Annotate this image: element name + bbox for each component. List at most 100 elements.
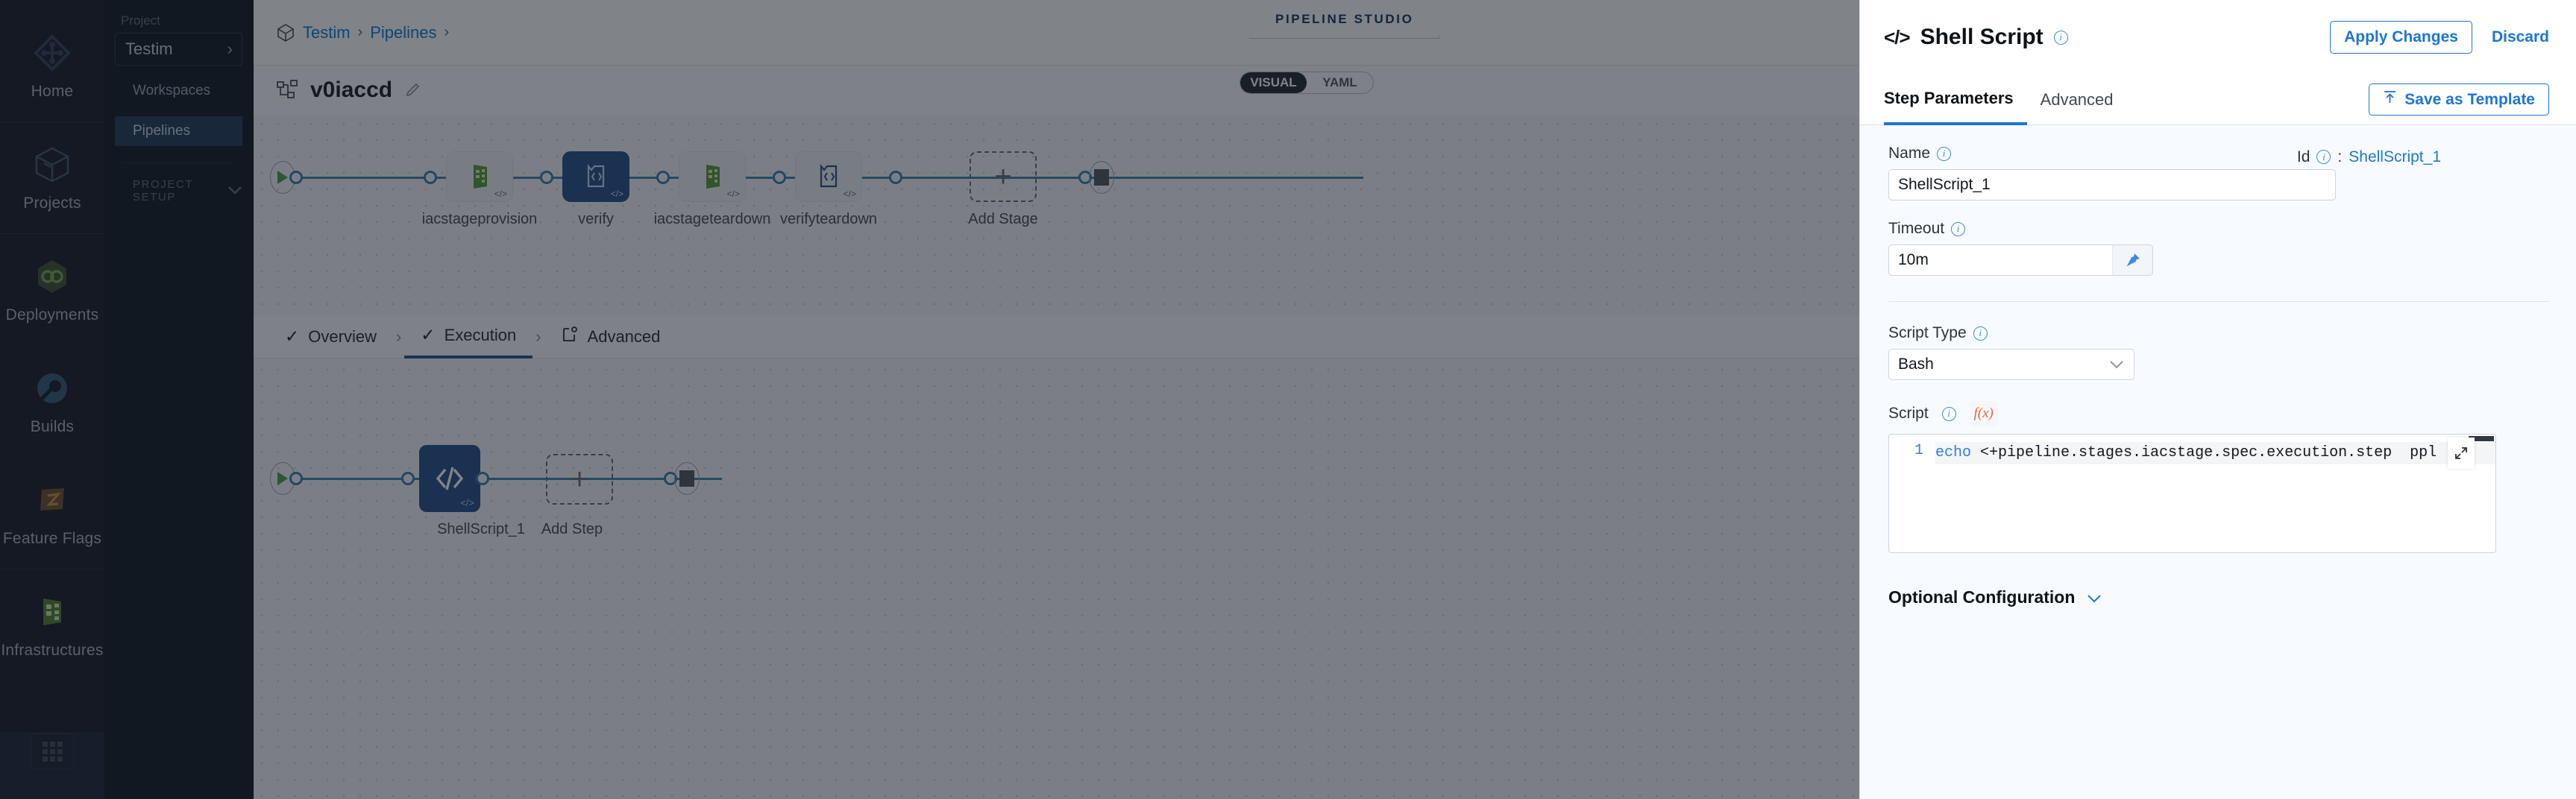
save-as-template-button[interactable]: Save as Template — [2369, 83, 2549, 116]
chevron-right-icon: › — [227, 40, 233, 58]
advanced-gear-icon — [561, 326, 579, 348]
stage-connector-dot-3[interactable] — [656, 171, 670, 184]
add-step-button[interactable]: + — [546, 454, 613, 505]
sidebar-item-workspaces-label: Workspaces — [133, 83, 211, 98]
drawer-tabs: Step Parameters Advanced Save as Templat… — [1860, 75, 2576, 125]
rail-item-infrastructures[interactable]: Infrastructures — [0, 569, 104, 681]
sidebar-item-pipelines-label: Pipelines — [133, 123, 191, 139]
view-mode-toggle[interactable]: VISUAL YAML — [1240, 72, 1374, 94]
edit-pencil-icon[interactable] — [404, 82, 421, 98]
breadcrumb-item-pipelines[interactable]: Pipelines — [370, 22, 437, 42]
stage-node-verify[interactable]: </> — [562, 151, 629, 202]
editor-line-1: 1 echo <+pipeline.stages.iacstage.spec.e… — [1889, 435, 2495, 464]
stage-connector-dot-0[interactable] — [289, 171, 303, 184]
discard-button[interactable]: Discard — [2491, 28, 2549, 45]
script-editor[interactable]: 1 echo <+pipeline.stages.iacstage.spec.e… — [1888, 434, 2496, 553]
stage-type-badge: </> — [726, 189, 740, 199]
project-selector[interactable]: Testim › — [115, 33, 242, 66]
cube-icon — [31, 144, 73, 186]
sidebar-divider — [122, 162, 235, 163]
apply-changes-button[interactable]: Apply Changes — [2330, 21, 2472, 54]
stage-connector-dot-4[interactable] — [773, 171, 786, 184]
project-label: Project — [121, 13, 160, 28]
script-type-label: Script Type — [1888, 324, 1967, 341]
stage-type-badge: </> — [843, 189, 856, 199]
drawer-tab-step-parameters[interactable]: Step Parameters — [1884, 75, 2027, 125]
sidebar-item-workspaces[interactable]: Workspaces — [115, 76, 242, 106]
step-connector-dot-0[interactable] — [289, 472, 303, 485]
timeout-field-group — [1888, 244, 2153, 276]
rail-item-feature-flags[interactable]: Feature Flags — [0, 458, 104, 569]
step-node-shellscript-1[interactable]: </> — [419, 445, 480, 512]
tab-execution-label: Execution — [444, 325, 517, 344]
mode-option-yaml[interactable]: YAML — [1322, 75, 1357, 89]
info-icon[interactable]: i — [1973, 326, 1988, 341]
drawer-header: </> Shell Script i Apply Changes Discard — [1860, 0, 2576, 75]
expression-fx-button[interactable]: f(x) — [1969, 401, 1998, 426]
optional-configuration-toggle[interactable]: Optional Configuration — [1888, 587, 2549, 607]
project-cube-icon — [276, 23, 295, 42]
add-stage-label: Add Stage — [968, 211, 1038, 227]
editor-line-number: 1 — [1914, 442, 1923, 459]
drawer-tab-advanced[interactable]: Advanced — [2027, 75, 2127, 125]
rail-label-builds: Builds — [30, 418, 75, 435]
flag-icon — [31, 479, 73, 521]
stage-node-iacstageprovision[interactable]: </> — [446, 151, 513, 202]
id-separator: : — [2337, 148, 2343, 165]
rail-label-deployments: Deployments — [5, 306, 99, 323]
play-icon — [277, 472, 288, 485]
name-label: Name — [1888, 145, 1931, 162]
primary-nav-rail: Home Projects Deployments — [0, 0, 104, 799]
expand-editor-icon[interactable] — [2448, 438, 2475, 469]
breadcrumb-item-testim[interactable]: Testim — [303, 22, 351, 42]
script-type-select[interactable]: Bash — [1888, 349, 2134, 380]
play-icon — [277, 171, 288, 184]
rail-item-builds[interactable]: Builds — [0, 346, 104, 458]
add-stage-button[interactable]: + — [970, 151, 1037, 202]
stage-node-verifyteardown[interactable]: </> — [795, 151, 862, 202]
chevron-down-icon — [2087, 588, 2102, 607]
timeout-input[interactable] — [1888, 244, 2112, 276]
info-icon[interactable]: i — [1937, 146, 1952, 161]
code-brackets-icon — [436, 467, 464, 490]
sidebar-section-project-setup[interactable]: PROJECT SETUP — [115, 178, 242, 203]
info-icon[interactable]: i — [2316, 150, 2331, 164]
optional-configuration-label: Optional Configuration — [1888, 587, 2076, 607]
name-id-row: Name i Id i : ShellScript_1 — [1888, 145, 2549, 169]
add-step-label: Add Step — [541, 521, 603, 537]
mode-option-visual[interactable]: VISUAL — [1240, 72, 1307, 93]
stage-connector-dot-2[interactable] — [540, 171, 553, 184]
name-label-group: Name i — [1888, 145, 1952, 162]
home-diamond-icon — [31, 32, 73, 74]
stage-connector-dot-1[interactable] — [424, 171, 437, 184]
step-connector-dot-2[interactable] — [476, 472, 489, 485]
step-id-row: Id i : ShellScript_1 — [2297, 148, 2441, 166]
app-grid-icon[interactable] — [31, 733, 74, 769]
save-as-template-label: Save as Template — [2404, 90, 2535, 108]
tab-advanced[interactable]: Advanced — [544, 315, 677, 359]
rail-item-projects[interactable]: Projects — [0, 122, 104, 234]
name-input[interactable] — [1888, 169, 2336, 200]
editor-code-line[interactable]: echo <+pipeline.stages.iacstage.spec.exe… — [1935, 442, 2495, 464]
sidebar-item-pipelines[interactable]: Pipelines — [115, 116, 242, 146]
info-icon[interactable]: i — [2053, 30, 2068, 45]
infrastructure-icon — [474, 165, 487, 189]
breadcrumb-separator-1: › — [357, 24, 363, 40]
build-circle-icon — [31, 367, 73, 409]
info-icon[interactable]: i — [1941, 406, 1956, 421]
info-icon[interactable]: i — [1951, 221, 1966, 236]
stage-node-iacstageteardown[interactable]: </> — [679, 151, 746, 202]
tab-overview[interactable]: ✓ Overview — [268, 315, 393, 359]
editor-scrollbar-thumb[interactable] — [2469, 436, 2494, 441]
stage-connector-dot-5[interactable] — [889, 171, 902, 184]
tab-separator-2: › — [535, 326, 541, 346]
pin-icon[interactable] — [2112, 244, 2153, 276]
tab-execution[interactable]: ✓ Execution — [404, 315, 533, 359]
stage-label-verify: verify — [578, 211, 614, 227]
drawer-tablist: Step Parameters Advanced — [1884, 75, 2127, 125]
timeout-label: Timeout — [1888, 220, 1945, 237]
rail-item-home[interactable]: Home — [0, 10, 104, 122]
script-label-group: Script i f(x) — [1888, 401, 2549, 426]
rail-item-deployments[interactable]: Deployments — [0, 234, 104, 346]
step-connector-dot-1[interactable] — [401, 472, 415, 485]
